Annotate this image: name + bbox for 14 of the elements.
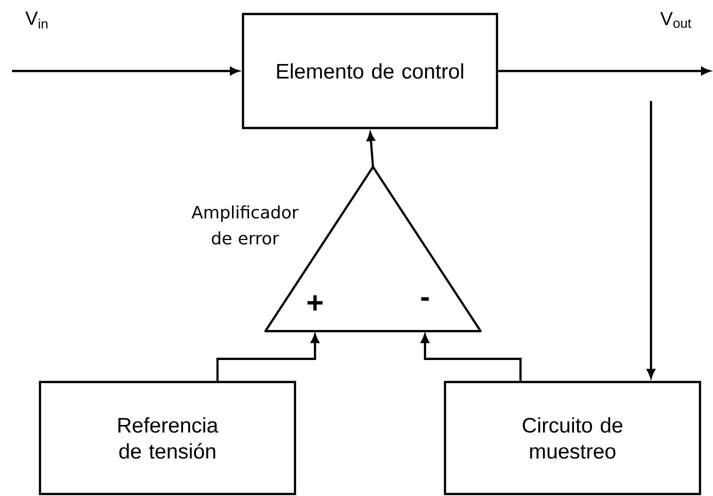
arrow <box>498 66 710 76</box>
edge-label: V$_{out}$ <box>660 12 692 28</box>
arrow <box>12 66 239 76</box>
arrow <box>366 132 375 167</box>
minus-sign: - <box>421 297 429 301</box>
process-box: Referencia de tensión <box>38 380 296 496</box>
amplifier-label: Amplificador de error <box>192 205 299 245</box>
edge-label: V$_{in}$ <box>25 12 48 28</box>
process-box: Circuito de muestreo <box>444 380 702 496</box>
arrow <box>646 101 656 378</box>
arrow <box>420 334 522 381</box>
arrow <box>216 334 320 381</box>
plus-sign: + <box>308 295 323 310</box>
process-box: Elemento de control <box>242 12 498 130</box>
